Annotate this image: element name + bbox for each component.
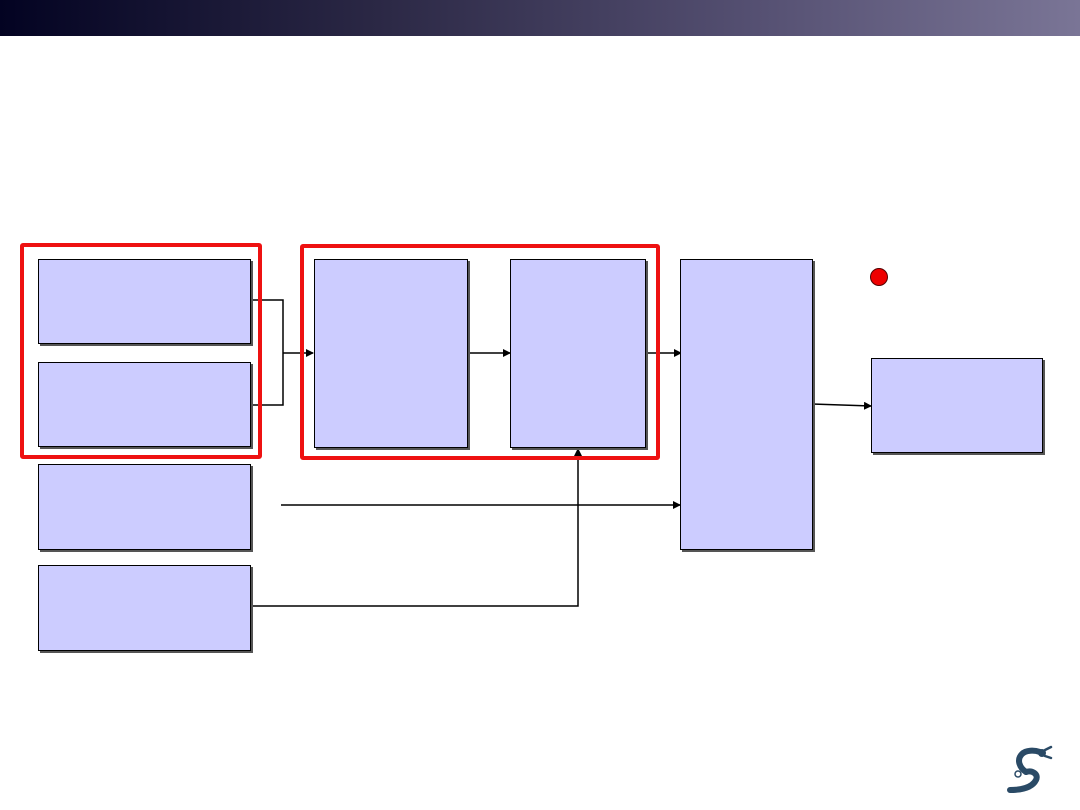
connector-combiner-to-output xyxy=(811,401,872,410)
top-banner xyxy=(0,0,1080,36)
input-box-2 xyxy=(38,362,251,447)
combiner-box xyxy=(680,259,813,550)
output-box xyxy=(871,358,1043,453)
red-status-dot-icon xyxy=(870,268,888,286)
connector-input4-to-process2 xyxy=(250,448,582,607)
input-box-3 xyxy=(38,464,251,550)
robotic-arm-logo-icon xyxy=(1007,745,1053,793)
process-box-2 xyxy=(510,259,646,448)
process-box-1 xyxy=(314,259,468,448)
input-box-1 xyxy=(38,259,251,344)
highlight-group-processing xyxy=(300,244,660,460)
highlight-group-inputs xyxy=(20,243,262,459)
input-box-4 xyxy=(38,565,251,651)
